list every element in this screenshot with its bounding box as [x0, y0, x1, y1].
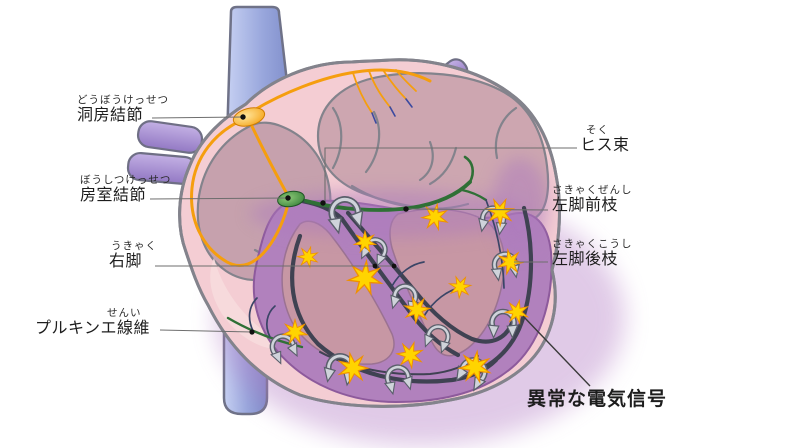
label-right-bundle: うきゃく 右脚 — [109, 240, 157, 271]
label-sa-node: どうぼうけっせつ 洞房結節 — [77, 94, 169, 125]
leader-av-node — [149, 197, 289, 200]
leader-lines — [149, 116, 591, 387]
purple-fuzz — [250, 190, 530, 238]
ruby-left-posterior: さきゃくこうし — [552, 238, 633, 250]
leader-purkinje — [159, 329, 253, 333]
ruby-av-node: ぼうしつけっせつ — [80, 174, 172, 186]
ruby-left-anterior: さきゃくぜんし — [552, 184, 633, 196]
label-purkinje: せんい プルキンエ線維 — [35, 307, 151, 338]
ruby-sa-node: どうぼうけっせつ — [77, 94, 169, 106]
pulmonary-vessel — [136, 120, 204, 154]
label-his-bundle: そく ヒス束 — [580, 124, 630, 155]
label-left-anterior: さきゃくぜんし 左脚前枝 — [552, 184, 633, 215]
ruby-purkinje: せんい — [107, 307, 142, 319]
leader-abnormal-signal — [522, 315, 591, 387]
heart-outline-stroke — [178, 58, 561, 408]
av-node-shape — [277, 190, 305, 208]
label-left-posterior: さきゃくこうし 左脚後枝 — [552, 238, 633, 269]
ruby-right-bundle: うきゃく — [111, 240, 157, 252]
atrial-conduction-orange — [190, 68, 432, 267]
ruby-his-bundle: そく — [586, 124, 609, 136]
leader-dots — [240, 114, 409, 335]
label-abnormal-signal: 異常な電気信号 — [527, 388, 668, 410]
purple-fuzz — [492, 158, 548, 254]
leader-left-anterior — [405, 208, 549, 211]
label-av-node: ぼうしつけっせつ 房室結節 — [80, 174, 172, 205]
leader-his-bundle — [324, 147, 577, 202]
sa-node-shape — [232, 107, 266, 127]
leader-sa-node — [151, 116, 244, 119]
orange-twig-tips — [371, 98, 413, 124]
